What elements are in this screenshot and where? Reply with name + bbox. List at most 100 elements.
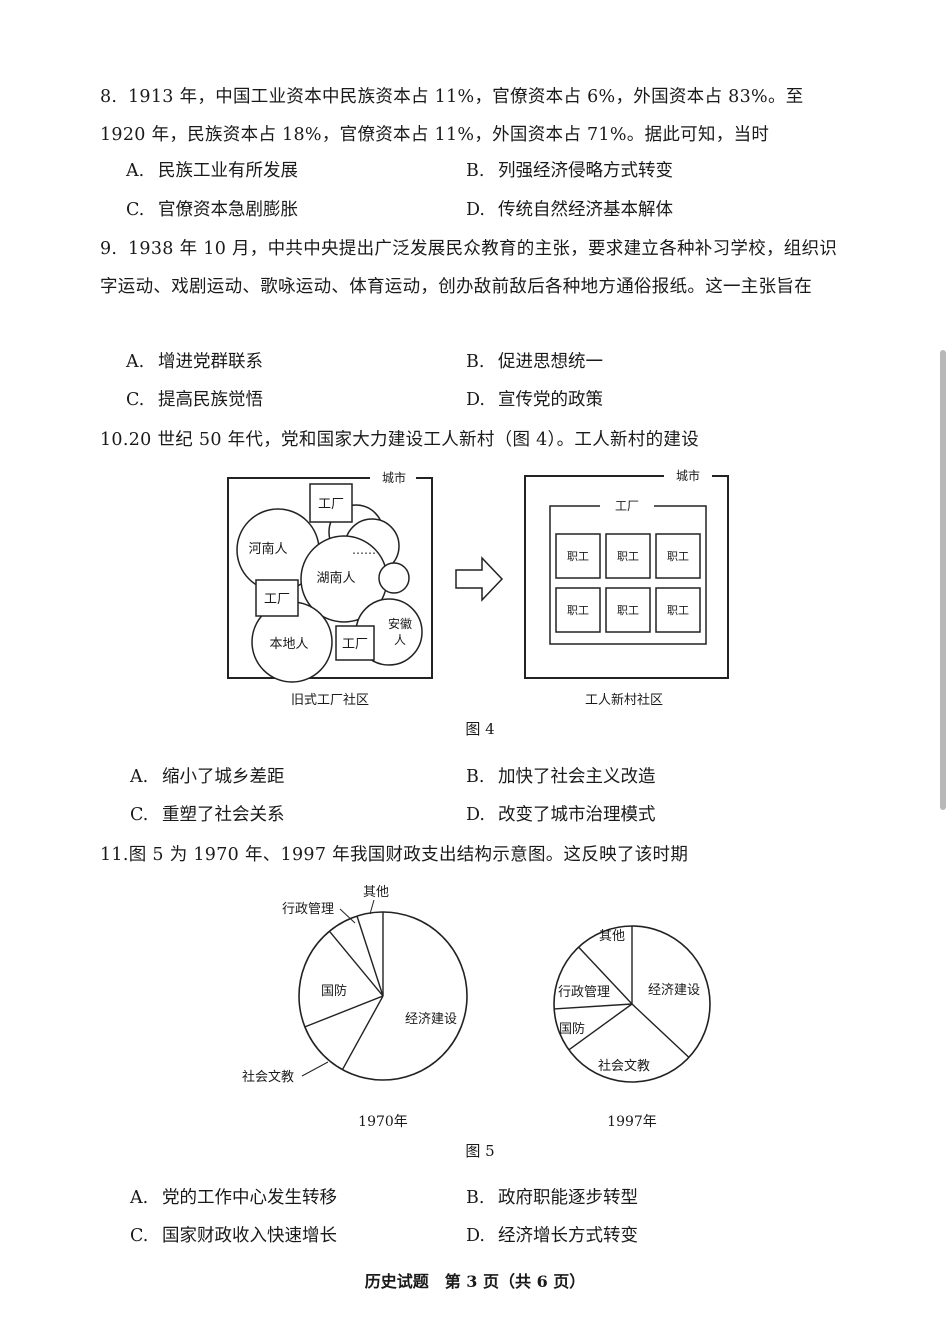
new-community-diagram: 城市 工厂 职工 职工 职工 职工 职工 职工 工人新村社区: [524, 468, 729, 708]
pie-slice-boundary-其他: [578, 946, 633, 1005]
city-boundary-right: [524, 475, 729, 679]
factory-label: 工厂: [264, 592, 290, 607]
new-community-caption: 工人新村社区: [585, 692, 663, 708]
pie-slice-boundary-社会文教: [631, 1003, 690, 1058]
worker-box: [555, 533, 601, 579]
pie-slice-boundary-国防: [304, 995, 384, 1028]
leader-line: [339, 908, 356, 924]
local-label: 本地人: [269, 637, 308, 652]
q11-option-c[interactable]: C.国家财政收入快速增长: [130, 1226, 337, 1246]
label-other-1970: 其他: [363, 885, 389, 900]
figure-4-title: 图 4: [465, 720, 495, 738]
figure-4-diagram: 城市 工厂 工厂 工厂 河南人 …… 湖南人 本地人 安徽人: [227, 468, 729, 708]
city-boundary-left: [227, 477, 433, 679]
anhui-label: 安徽人: [388, 616, 412, 647]
factory-boundary: [549, 505, 707, 645]
pie-slice-boundary-行政管理: [554, 1003, 633, 1010]
q10-option-b[interactable]: B.加快了社会主义改造: [466, 767, 656, 787]
anhui-label-line2: 人: [394, 633, 406, 647]
factory-label: 工厂: [342, 637, 368, 652]
pie-slice-boundary-国防: [568, 1003, 633, 1051]
label-admin-1970: 行政管理: [282, 902, 334, 917]
question-11-stem: 11.图 5 为 1970 年、1997 年我国财政支出结构示意图。这反映了该时…: [100, 836, 840, 874]
factory-label: 工厂: [318, 497, 344, 512]
pie-slice-boundary-社会文教: [341, 995, 384, 1070]
question-9-stem: 9.1938 年 10 月，中共中央提出广泛发展民众教育的主张，要求建立各种补习…: [100, 230, 840, 306]
question-text: 图 5 为 1970 年、1997 年我国财政支出结构示意图。这反映了该时期: [128, 845, 689, 865]
q10-option-c[interactable]: C.重塑了社会关系: [130, 805, 285, 825]
worker-label: 职工: [617, 550, 639, 563]
question-text: 1938 年 10 月，中共中央提出广泛发展民众教育的主张，要求建立各种补习学校…: [100, 239, 838, 297]
q8-option-a[interactable]: A.民族工业有所发展: [126, 161, 298, 181]
q11-option-a[interactable]: A.党的工作中心发生转移: [130, 1188, 337, 1208]
q11-option-d[interactable]: D.经济增长方式转变: [466, 1226, 638, 1246]
caption-1997: 1997年: [607, 1114, 657, 1130]
pie-chart-1970: [298, 911, 468, 1081]
question-10-stem: 10.20 世纪 50 年代，党和国家大力建设工人新村（图 4）。工人新村的建设: [100, 421, 840, 459]
worker-box: [655, 587, 701, 633]
question-number: 10.: [100, 430, 129, 450]
leader-line: [369, 899, 375, 915]
old-community-caption: 旧式工厂社区: [291, 692, 369, 708]
figure-5-pie-charts: 经济建设 国防 行政管理 其他 社会文教 经济建设 社会文教 国防 行政管理 其…: [242, 885, 711, 1130]
city-label-right: 城市: [676, 468, 700, 483]
old-community-diagram: 城市 工厂 工厂 工厂 河南人 …… 湖南人 本地人 安徽人: [227, 470, 433, 708]
q10-option-a[interactable]: A.缩小了城乡差距: [130, 767, 285, 787]
leader-line: [301, 1061, 329, 1077]
worker-label: 职工: [617, 604, 639, 617]
worker-label: 职工: [667, 550, 689, 563]
factory-box: [255, 579, 299, 617]
anhui-label-line1: 安徽: [388, 616, 412, 631]
question-text: 20 世纪 50 年代，党和国家大力建设工人新村（图 4）。工人新村的建设: [128, 430, 700, 450]
pie-chart-1997: [553, 925, 711, 1083]
ellipsis-label: ……: [352, 543, 376, 557]
worker-label: 职工: [567, 604, 589, 617]
question-8-stem: 8.1913 年，中国工业资本中民族资本占 11%，官僚资本占 6%，外国资本占…: [100, 78, 840, 154]
worker-label: 职工: [667, 604, 689, 617]
question-number: 8.: [100, 87, 118, 107]
hunan-label: 湖南人: [316, 570, 355, 586]
small-circle: [378, 562, 410, 594]
figure-4: 城市 工厂 工厂 工厂 河南人 …… 湖南人 本地人 安徽人: [220, 466, 740, 720]
label-culture-1970: 社会文教: [242, 1069, 294, 1085]
worker-box: [605, 533, 651, 579]
worker-box: [655, 533, 701, 579]
q10-option-d[interactable]: D.改变了城市治理模式: [466, 805, 656, 825]
q8-option-d[interactable]: D.传统自然经济基本解体: [466, 200, 673, 220]
city-label-left: 城市: [382, 470, 406, 485]
label-economic-1970: 经济建设: [405, 1012, 457, 1027]
worker-label: 职工: [567, 550, 589, 563]
label-culture-1997: 社会文教: [598, 1058, 650, 1074]
figure-5: 经济建设 国防 行政管理 其他 社会文教 经济建设 社会文教 国防 行政管理 其…: [220, 876, 740, 1140]
factory-box: [335, 625, 375, 661]
henan-label: 河南人: [248, 541, 287, 557]
label-admin-1997: 行政管理: [558, 985, 610, 1000]
q9-option-d[interactable]: D.宣传党的政策: [466, 390, 603, 410]
worker-box: [605, 587, 651, 633]
pie-slice-boundary-行政管理: [328, 930, 384, 997]
figure-5-title: 图 5: [465, 1142, 495, 1160]
q11-option-b[interactable]: B.政府职能逐步转型: [466, 1188, 638, 1208]
q8-option-c[interactable]: C.官僚资本急剧膨胀: [126, 200, 298, 220]
q8-option-b[interactable]: B.列强经济侵略方式转变: [466, 161, 673, 181]
label-defense-1970: 国防: [321, 983, 347, 999]
factory-box: [309, 483, 353, 523]
label-economic-1997: 经济建设: [648, 983, 700, 998]
question-number: 11.: [100, 845, 129, 865]
question-number: 9.: [100, 239, 118, 259]
page-footer: 历史试题 第 3 页（共 6 页）: [364, 1272, 586, 1291]
factory-label-right: 工厂: [615, 499, 639, 513]
worker-grid: 职工 职工 职工 职工 职工 职工: [555, 533, 701, 633]
worker-box: [555, 587, 601, 633]
question-text: 1913 年，中国工业资本中民族资本占 11%，官僚资本占 6%，外国资本占 8…: [100, 87, 804, 145]
arrow-right-icon: [455, 556, 504, 602]
q9-option-c[interactable]: C.提高民族觉悟: [126, 390, 263, 410]
q9-option-b[interactable]: B.促进思想统一: [466, 352, 603, 372]
caption-1970: 1970年: [358, 1114, 408, 1130]
pie-slice-boundary-其他: [356, 915, 384, 997]
q9-option-a[interactable]: A.增进党群联系: [126, 352, 263, 372]
label-other-1997: 其他: [599, 929, 625, 944]
label-defense-1997: 国防: [559, 1021, 585, 1037]
scrollbar[interactable]: [940, 350, 946, 810]
